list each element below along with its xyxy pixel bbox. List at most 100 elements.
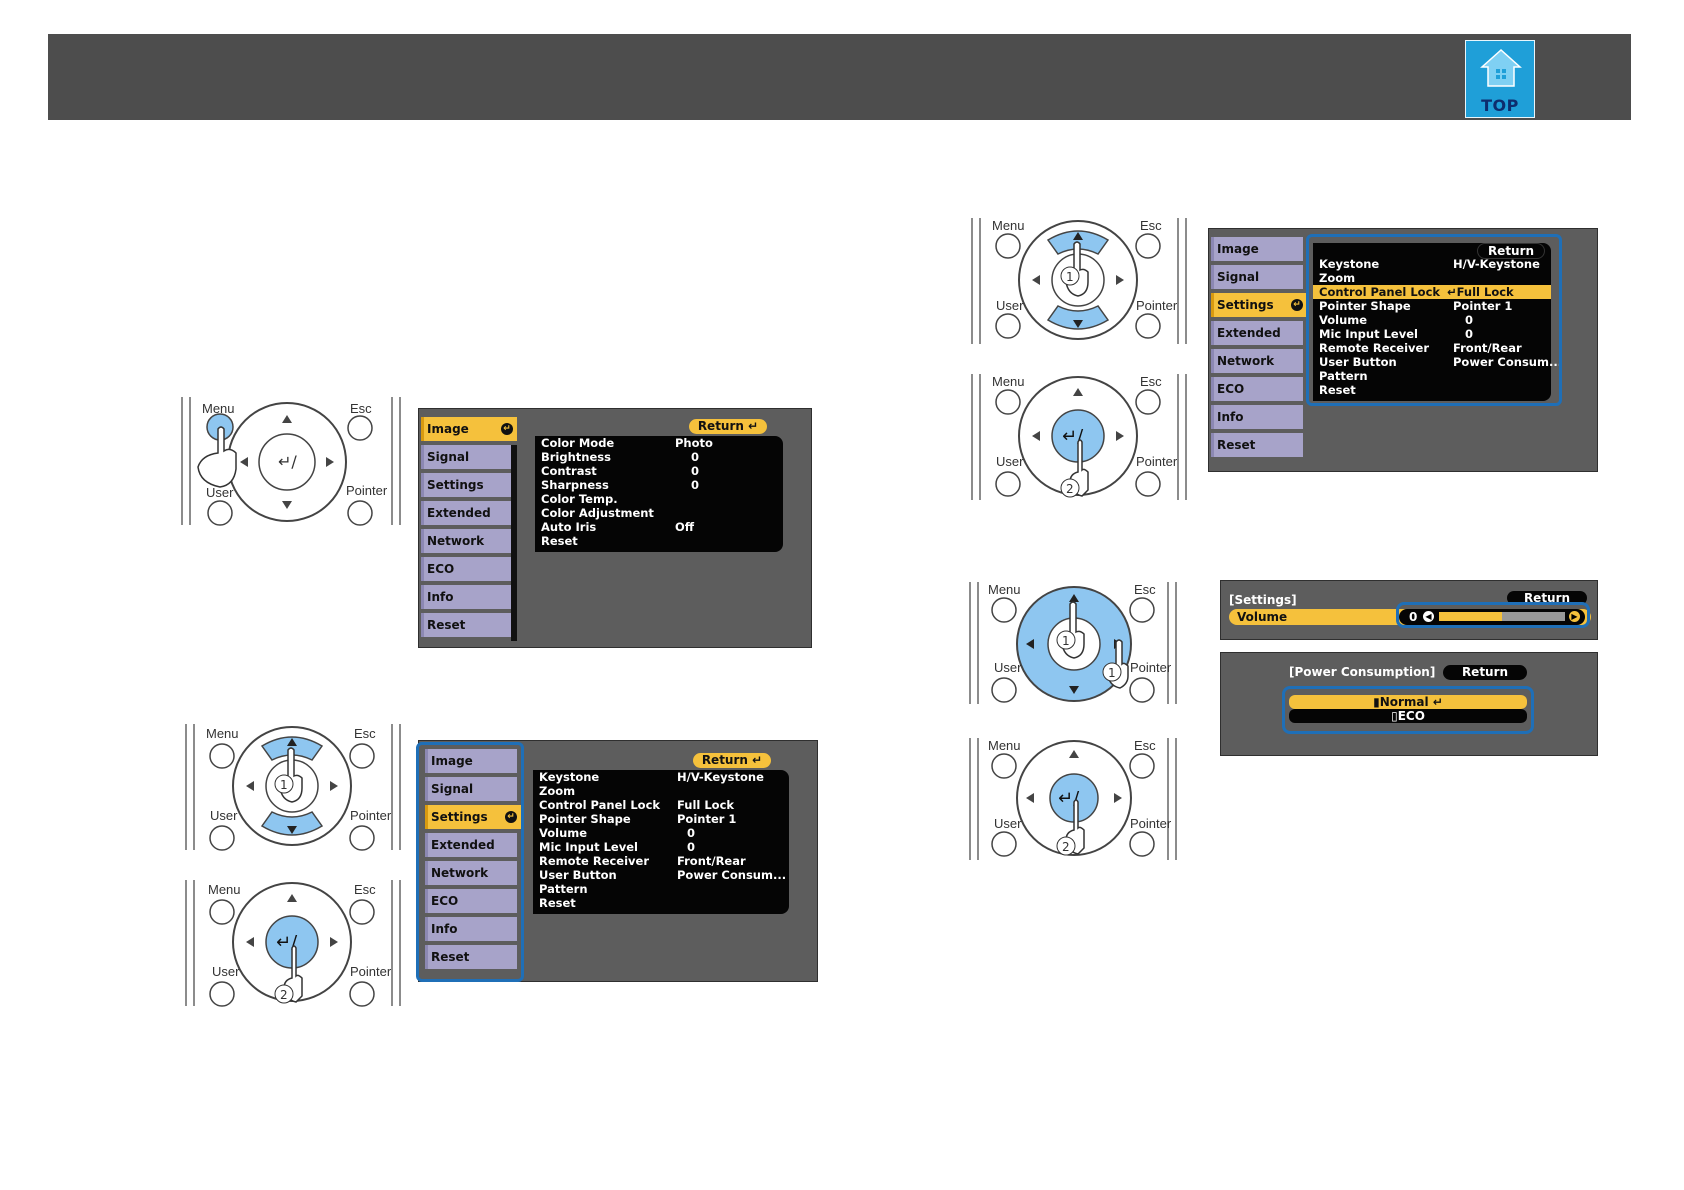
row-key: Mic Input Level — [1319, 327, 1418, 341]
sidebar-item-label: Info — [431, 922, 458, 936]
option-normal[interactable]: ▮Normal ↵ — [1289, 695, 1527, 709]
row-value: Photo — [675, 436, 713, 450]
return-label: Return — [701, 753, 748, 767]
menu-row[interactable]: Reset — [533, 896, 789, 910]
sidebar-item-settings[interactable]: Settings — [421, 473, 513, 497]
sidebar-item-settings[interactable]: Settings↵ — [1211, 293, 1307, 317]
menu-row[interactable]: Zoom — [533, 784, 789, 798]
sidebar-item-network[interactable]: Network — [1211, 349, 1303, 373]
sidebar-item-info[interactable]: Info — [425, 917, 517, 941]
remote-illustration-enter: ↵/ 2 Menu Esc User Pointer — [970, 372, 1190, 502]
menu-button-label: Menu — [992, 218, 1025, 233]
sidebar-item-label: Extended — [431, 838, 495, 852]
page-header-bar — [48, 34, 1631, 120]
sidebar-item-settings[interactable]: Settings↵ — [425, 805, 521, 829]
sidebar-item-network[interactable]: Network — [421, 529, 513, 553]
row-key: Reset — [541, 534, 578, 548]
sidebar-item-info[interactable]: Info — [1211, 405, 1303, 429]
row-key: Volume — [1319, 313, 1368, 327]
sidebar-item-eco[interactable]: ECO — [425, 889, 517, 913]
sidebar-item-reset[interactable]: Reset — [425, 945, 517, 969]
sidebar-item-label: Signal — [1217, 270, 1260, 284]
dialog-title: [Settings] — [1229, 593, 1297, 607]
sidebar-item-image[interactable]: Image↵ — [421, 417, 517, 441]
menu-row[interactable]: Color Adjustment — [535, 506, 783, 520]
menu-row[interactable]: Pattern — [533, 882, 789, 896]
return-label: Return — [1461, 665, 1509, 679]
sidebar-divider — [511, 445, 517, 641]
menu-row[interactable]: Reset — [535, 534, 783, 548]
sidebar-item-signal[interactable]: Signal — [421, 445, 513, 469]
increase-arrow-icon[interactable]: ▶ — [1569, 611, 1580, 622]
remote-illustration-navigate: 1 Menu Esc User Pointer — [970, 216, 1190, 346]
menu-row-selected[interactable]: Control Panel Lock↵Full Lock — [1313, 285, 1551, 299]
menu-row[interactable]: Color Temp. — [535, 492, 783, 506]
sidebar-item-label: Network — [1217, 354, 1275, 368]
sidebar-item-signal[interactable]: Signal — [1211, 265, 1303, 289]
pointer-button-label: Pointer — [1136, 298, 1178, 313]
remote-illustration-navigate: 1 Menu Esc User Pointer — [184, 722, 404, 852]
return-button[interactable]: Return — [1477, 243, 1545, 259]
esc-button-label: Esc — [350, 401, 372, 416]
decrease-arrow-icon[interactable]: ◀ — [1423, 611, 1434, 622]
menu-row[interactable]: Pattern — [1313, 369, 1551, 383]
option-eco[interactable]: ▯ECO — [1289, 709, 1527, 723]
esc-button-label: Esc — [354, 726, 376, 741]
sidebar-item-image[interactable]: Image — [425, 749, 517, 773]
row-key: Color Adjustment — [541, 506, 654, 520]
return-button[interactable]: Return ↵ — [689, 419, 767, 434]
esc-button-label: Esc — [1134, 582, 1156, 597]
sidebar-item-reset[interactable]: Reset — [1211, 433, 1303, 457]
user-button-label: User — [996, 298, 1024, 313]
menu-row[interactable]: Reset — [1313, 383, 1551, 397]
remote-illustration-enter: ↵/ 2 Menu Esc User Pointer — [184, 878, 404, 1008]
volume-slider[interactable]: 0 ◀ ▶ — [1399, 609, 1585, 625]
menu-row[interactable]: Zoom — [1313, 271, 1551, 285]
sidebar-item-info[interactable]: Info — [421, 585, 513, 609]
esc-button-label: Esc — [1140, 218, 1162, 233]
return-button[interactable]: Return — [1507, 591, 1587, 605]
sidebar-item-signal[interactable]: Signal — [425, 777, 517, 801]
image-menu-screen: Image↵ Signal Settings Extended Network … — [418, 408, 812, 648]
return-button[interactable]: Return ↵ — [693, 753, 771, 768]
sidebar-item-extended[interactable]: Extended — [1211, 321, 1303, 345]
enter-icon: ↵ — [1291, 299, 1303, 311]
row-value: Off — [675, 520, 695, 534]
sidebar-item-image[interactable]: Image — [1211, 237, 1303, 261]
sidebar-item-network[interactable]: Network — [425, 861, 517, 885]
sidebar-item-extended[interactable]: Extended — [421, 501, 513, 525]
sidebar-item-label: Network — [431, 866, 489, 880]
sidebar-item-eco[interactable]: ECO — [1211, 377, 1303, 401]
menu-button-label: Menu — [988, 582, 1021, 597]
sidebar-item-extended[interactable]: Extended — [425, 833, 517, 857]
sidebar-item-reset[interactable]: Reset — [421, 613, 513, 637]
top-button[interactable]: TOP — [1465, 40, 1535, 118]
svg-text:1: 1 — [1108, 666, 1116, 680]
remote-outline-graphic: ↵/ 2 — [969, 738, 1177, 860]
return-button[interactable]: Return — [1443, 665, 1527, 680]
svg-text:1: 1 — [280, 778, 288, 792]
sidebar-item-eco[interactable]: ECO — [421, 557, 513, 581]
row-key: Brightness — [541, 450, 611, 464]
option-label: Normal — [1379, 695, 1429, 709]
